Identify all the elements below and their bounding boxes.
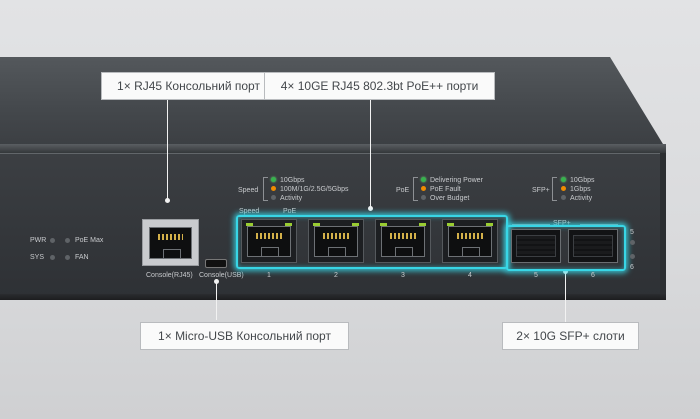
callout-dot-rj45 xyxy=(165,198,170,203)
port-number-6: 6 xyxy=(591,272,595,279)
switch-bottom xyxy=(0,294,666,300)
sfp-activity-icon xyxy=(561,195,566,200)
sys-led xyxy=(50,255,55,260)
poe-legend-bracket xyxy=(413,177,418,201)
rj45-port-4[interactable] xyxy=(442,219,498,263)
sfp-6-led xyxy=(630,254,635,259)
callout-usb-console: 1× Micro-USB Консольний порт xyxy=(140,322,349,350)
console-usb-port[interactable] xyxy=(205,259,227,268)
fan-led xyxy=(65,255,70,260)
poe-fault-led xyxy=(421,186,426,191)
switch-side xyxy=(660,153,666,295)
callout-dot-usb xyxy=(214,279,219,284)
speed-multi-led xyxy=(271,186,276,191)
sfp-legend-10g: 10Gbps xyxy=(570,177,595,184)
port-header-speed: Speed xyxy=(239,208,260,215)
speed-10g-led xyxy=(271,177,276,182)
side-number-6: 6 xyxy=(630,264,634,271)
poe-legend-fault: PoE Fault xyxy=(430,186,461,193)
callout-rj45-console: 1× RJ45 Консольний порт xyxy=(101,72,276,100)
console-usb-label: Console(USB) xyxy=(199,272,244,279)
sfp-header-rule-left xyxy=(512,224,550,225)
poe-max-label: PoE Max xyxy=(75,237,104,244)
console-rj45-label: Console(RJ45) xyxy=(146,272,193,279)
callout-poe-ports: 4× 10GE RJ45 802.3bt PoE++ порти xyxy=(264,72,495,100)
rj45-port-1[interactable] xyxy=(241,219,297,263)
pwr-label: PWR xyxy=(30,237,47,244)
pwr-led xyxy=(50,238,55,243)
sfp-slots-highlight xyxy=(506,225,626,271)
port-number-5: 5 xyxy=(534,272,538,279)
poe-legend-delivering: Delivering Power xyxy=(430,177,483,184)
port-number-4: 4 xyxy=(468,272,472,279)
side-number-5: 5 xyxy=(630,229,634,236)
sfp-1g-led xyxy=(561,186,566,191)
fan-label: FAN xyxy=(75,254,89,261)
rj45-port-2[interactable] xyxy=(308,219,364,263)
port-header-poe: PoE xyxy=(283,208,297,215)
callout-dot-sfp xyxy=(563,269,568,274)
callout-line-usb xyxy=(216,282,217,320)
callout-line-poe xyxy=(370,96,371,208)
port-number-3: 3 xyxy=(401,272,405,279)
poe-delivering-led xyxy=(421,177,426,182)
callout-line-sfp xyxy=(565,272,566,322)
sfp-5-led xyxy=(630,240,635,245)
sfp-legend-title: SFP+ xyxy=(532,187,550,194)
sfp-10g-led xyxy=(561,177,566,182)
poe-legend-budget: Over Budget xyxy=(430,195,470,202)
sfp-slot-6[interactable] xyxy=(568,229,618,263)
callout-dot-poe xyxy=(368,206,373,211)
callout-sfp-slots: 2× 10G SFP+ слоти xyxy=(502,322,639,350)
sfp-legend-activity: Activity xyxy=(570,195,593,202)
switch-edge xyxy=(0,144,666,154)
rj45-port-3[interactable] xyxy=(375,219,431,263)
speed-legend-multi: 100M/1G/2.5G/5Gbps xyxy=(280,186,349,193)
speed-legend-title: Speed xyxy=(238,187,259,194)
poe-max-led xyxy=(65,238,70,243)
console-rj45-port[interactable] xyxy=(142,219,199,266)
speed-legend-bracket xyxy=(263,177,268,201)
sfp-slot-5[interactable] xyxy=(511,229,561,263)
callout-line-rj45 xyxy=(167,96,168,200)
poe-legend-title: PoE xyxy=(396,187,410,194)
speed-activity-icon xyxy=(271,195,276,200)
poe-budget-icon xyxy=(421,195,426,200)
sfp-header-rule-right xyxy=(580,224,618,225)
speed-legend-activity: Activity xyxy=(280,195,303,202)
port-number-2: 2 xyxy=(334,272,338,279)
sfp-legend-1g: 1Gbps xyxy=(570,186,591,193)
port-header-sfp: SFP+ xyxy=(553,220,571,227)
speed-legend-10g: 10Gbps xyxy=(280,177,305,184)
sfp-legend-bracket xyxy=(552,177,557,201)
port-number-1: 1 xyxy=(267,272,271,279)
sys-label: SYS xyxy=(30,254,45,261)
